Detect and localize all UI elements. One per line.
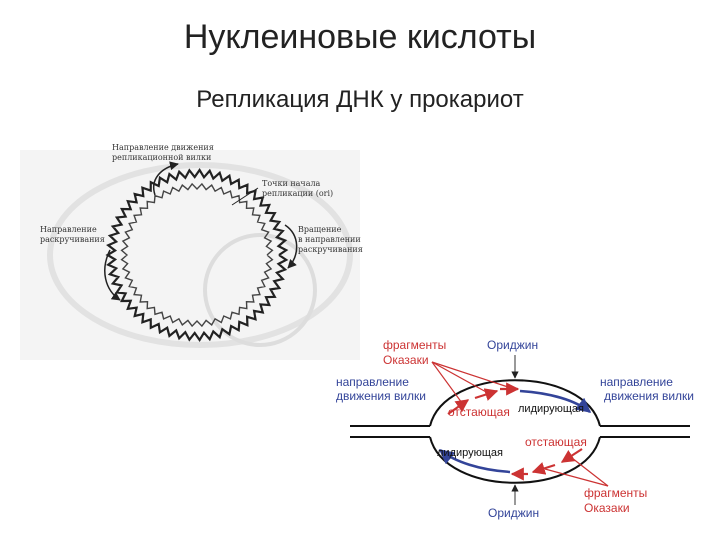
okazaki-top-pointer-1 — [431, 361, 463, 404]
fork-dir-left-2: движения вилки — [336, 389, 426, 403]
okazaki-top-pointer-3 — [431, 361, 509, 388]
unwinding-arrow — [104, 249, 121, 301]
label-unwinding-2: раскручивания — [40, 235, 105, 244]
okazaki-top-label-2: Оказаки — [383, 353, 429, 367]
okazaki-bottom-pointer-1 — [571, 457, 609, 487]
replication-bubble-figure: фрагменты Оказаки Ориджин направление дв… — [336, 338, 694, 520]
okazaki-fragment-bottom-1 — [560, 448, 583, 463]
okazaki-fragment-top-2 — [474, 388, 499, 401]
leading-strand-top — [519, 389, 592, 413]
origin-pointer — [231, 187, 259, 206]
okazaki-bottom-label-2: Оказаки — [584, 501, 630, 515]
label-fork-direction-2: репликационной вилки — [112, 153, 211, 162]
plasmid-figure: Направление движения репликационной вилк… — [20, 143, 363, 360]
okazaki-top-label-1: фрагменты — [383, 338, 446, 352]
fork-dir-left-1: направление — [336, 375, 409, 389]
okazaki-fragment-bottom-2 — [531, 462, 556, 475]
label-rotation-2: в направлении — [298, 235, 361, 244]
origin-top-label: Ориджин — [487, 338, 538, 352]
fork-dir-right-2: движения вилки — [604, 389, 694, 403]
okazaki-bottom-pointer-2 — [544, 468, 609, 487]
rotation-arrow — [284, 224, 298, 269]
leading-bottom-label: лидирующая — [437, 447, 503, 459]
origin-bottom-label: Ориджин — [488, 506, 539, 520]
faded-circle — [47, 162, 353, 348]
slide-subtitle: Репликация ДНК у прокариот — [196, 86, 524, 113]
faded-circle-2 — [203, 233, 317, 347]
leading-strand-bottom — [438, 449, 511, 474]
slide-title: Нуклеиновые кислоты — [183, 18, 537, 56]
fork-dir-right-1: направление — [600, 375, 673, 389]
label-origin-2: репликации (ori) — [262, 189, 333, 198]
fork-arrow — [153, 161, 179, 196]
lagging-top-label: отстающая — [448, 405, 510, 419]
label-fork-direction-1: Направление движения — [112, 143, 214, 152]
lagging-bottom-label: отстающая — [525, 435, 587, 449]
label-rotation-1: Вращение — [298, 225, 342, 234]
leading-top-label: лидирующая — [518, 403, 584, 415]
label-rotation-3: раскручивания — [298, 245, 363, 254]
okazaki-top-pointer-2 — [431, 361, 489, 394]
okazaki-fragment-top-1 — [447, 399, 470, 415]
label-unwinding-1: Направление — [40, 225, 97, 234]
label-origin-1: Точки начала — [262, 179, 321, 188]
okazaki-bottom-label-1: фрагменты — [584, 486, 647, 500]
dna-zigzag-inner — [120, 182, 274, 328]
